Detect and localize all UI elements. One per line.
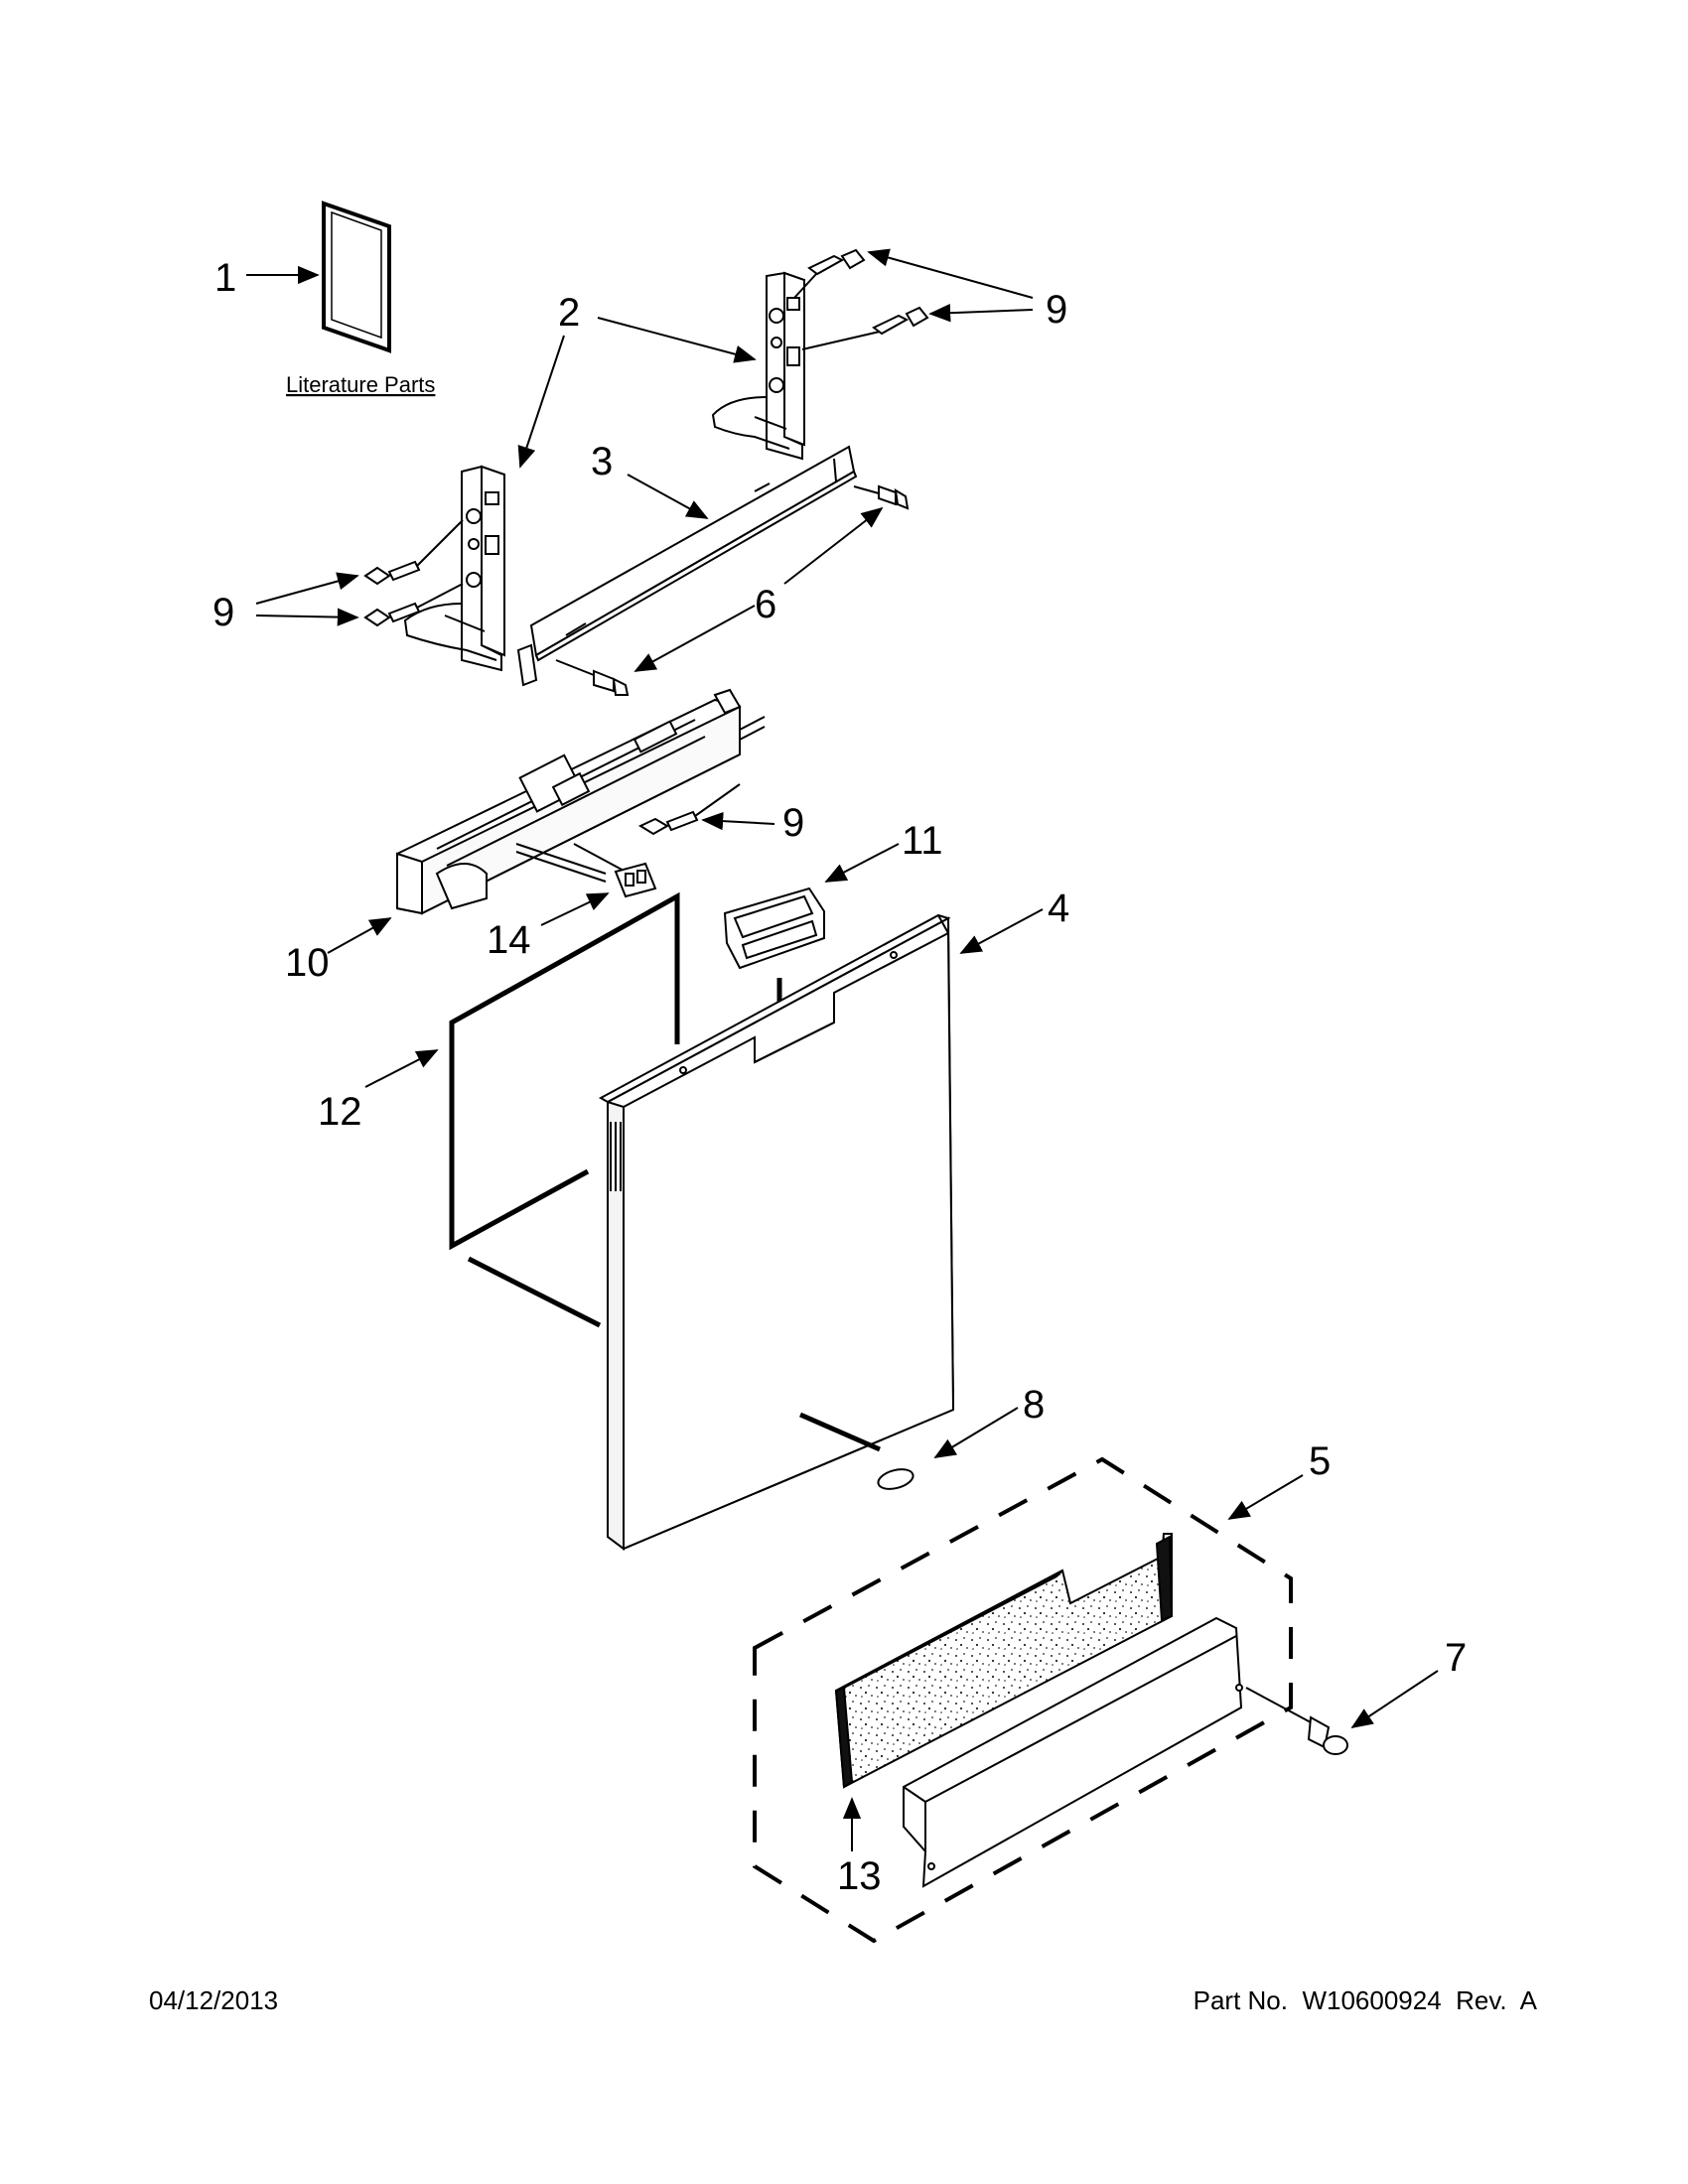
- callout-14: 14: [487, 918, 531, 962]
- callout-8: 8: [1023, 1383, 1045, 1427]
- door-handle: [723, 887, 825, 1032]
- leader-14: [540, 892, 610, 926]
- leader-2a: [597, 317, 757, 363]
- screw-channel-left: [555, 659, 630, 696]
- leader-10: [327, 917, 392, 954]
- callout-9-top: 9: [1046, 288, 1067, 332]
- callout-6: 6: [755, 583, 776, 626]
- leader-6a: [783, 506, 884, 585]
- screw-module: [637, 783, 741, 836]
- leader-2b: [517, 335, 565, 469]
- callout-2: 2: [558, 291, 580, 335]
- literature-parts-label: Literature Parts: [286, 372, 435, 397]
- toe-panel-insulation: [834, 1533, 1174, 1789]
- clip: [573, 843, 657, 898]
- toe-panel-kit-outline: [753, 1456, 1293, 1944]
- screw-channel-right: [853, 484, 910, 510]
- callout-12: 12: [318, 1090, 362, 1134]
- leader-11: [824, 843, 900, 883]
- toe-panel: [903, 1616, 1243, 1888]
- screw-left-2: [363, 583, 464, 627]
- leader-7: [1350, 1670, 1439, 1729]
- leader-9-left-b: [255, 608, 359, 626]
- leader-9-middle: [701, 811, 775, 831]
- callout-11: 11: [902, 819, 943, 863]
- toe-panel-screw: [1245, 1687, 1348, 1755]
- callout-3: 3: [591, 440, 613, 483]
- leader-3: [627, 474, 709, 519]
- hinge-bracket-left: [403, 465, 505, 672]
- leader-12: [364, 1049, 439, 1088]
- control-module: [396, 688, 766, 915]
- door-gasket: [449, 891, 680, 1328]
- leader-5: [1227, 1474, 1304, 1520]
- screw-top-1: [793, 248, 866, 299]
- callout-13: 13: [837, 1854, 882, 1898]
- screw-top-2: [801, 306, 929, 350]
- callout-9-middle: 9: [782, 801, 804, 845]
- leader-9-left-a: [255, 572, 359, 605]
- callout-1: 1: [214, 256, 236, 300]
- callout-4: 4: [1048, 887, 1069, 930]
- door-plug: [798, 1412, 914, 1490]
- leader-4: [959, 908, 1044, 954]
- callout-5: 5: [1309, 1439, 1331, 1483]
- leader-6b: [633, 605, 756, 672]
- leader-8: [933, 1407, 1019, 1458]
- footer-date: 04/12/2013: [149, 1985, 279, 2015]
- door-channel: [516, 445, 858, 687]
- hinge-bracket-right: [711, 271, 805, 461]
- literature-booklet: [322, 201, 391, 353]
- callout-10: 10: [285, 941, 330, 985]
- callout-9-left: 9: [212, 591, 234, 634]
- screw-left-1: [363, 519, 464, 586]
- outer-door-panel: [598, 913, 955, 1551]
- leader-9-top-b: [928, 304, 1034, 323]
- leader-9-top-a: [867, 248, 1034, 299]
- callout-7: 7: [1445, 1636, 1467, 1680]
- footer-part-number: Part No. W10600924 Rev. A: [1193, 1985, 1537, 2015]
